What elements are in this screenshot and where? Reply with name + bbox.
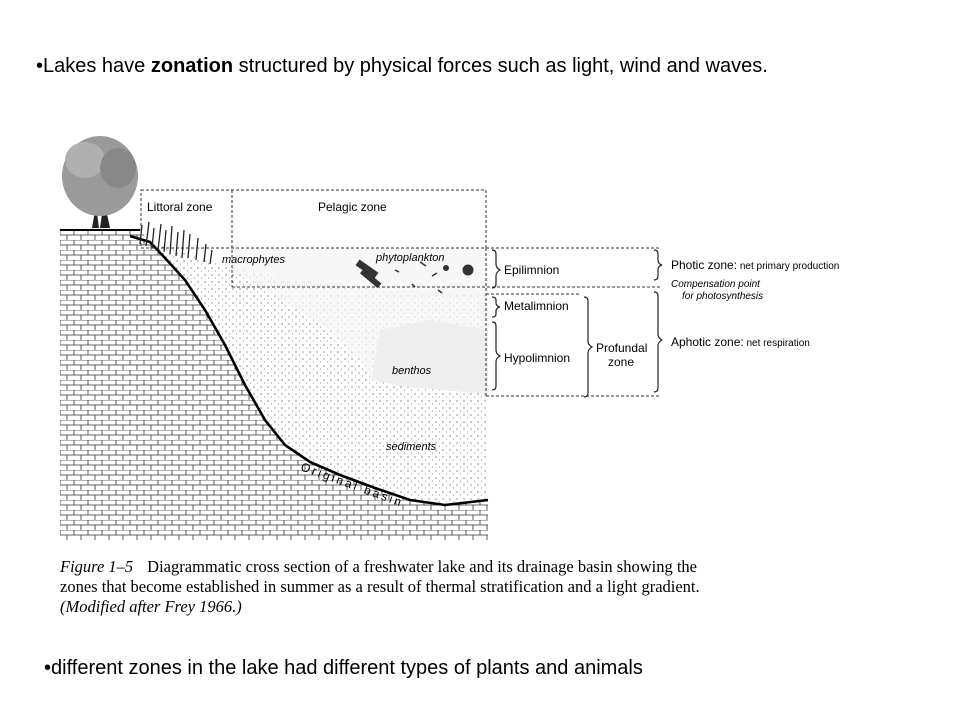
bullet-zones-diversity: •different zones in the lake had differe… <box>44 657 643 679</box>
sediments-label: sediments <box>386 441 437 453</box>
benthos-area <box>372 320 488 394</box>
bullet-text: •Lakes have <box>36 55 151 77</box>
pelagic-zone-label: Pelagic zone <box>318 200 387 214</box>
aphotic-zone-label: Aphotic zone: <box>671 335 744 349</box>
original-basin-line <box>129 234 489 507</box>
profundal-zone-label: Profundal <box>596 341 647 355</box>
photic-zone-desc: net primary production <box>737 261 839 272</box>
compensation-point-label-line2: for photosynthesis <box>682 291 763 302</box>
svg-text:Aphotic zone: net respiration: Aphotic zone: net respiration <box>671 335 810 349</box>
benthos-label: benthos <box>392 365 432 377</box>
photic-zone-label: Photic zone: <box>671 258 737 272</box>
bullet-bold-word: zonation <box>150 55 234 77</box>
bedrock <box>60 230 488 540</box>
svg-text:Photic zone: net primary produ: Photic zone: net primary production <box>671 258 839 272</box>
phytoplankton-label: phytoplankton <box>375 252 445 264</box>
metalimnion-label: Metalimnion <box>504 299 569 313</box>
profundal-zone-label-line2: zone <box>608 355 634 369</box>
aphotic-zone-desc: net respiration <box>744 338 810 349</box>
brace-marks <box>491 249 664 398</box>
figure-label: Figure 1–5 <box>60 557 134 576</box>
zone-box <box>140 189 487 249</box>
epilimnion-label: Epilimnion <box>504 263 559 277</box>
caption-citation: (Modified after Frey 1966.) <box>60 597 242 616</box>
bullet-zonation: •Lakes have zonation structured by physi… <box>36 54 768 78</box>
compensation-point-label: Compensation point <box>671 279 761 290</box>
macrophytes-label: macrophytes <box>222 254 285 266</box>
caption-text: Diagrammatic cross section of a freshwat… <box>60 557 700 596</box>
bullet-text: structured by physical forces such as li… <box>233 55 768 77</box>
hypolimnion-label: Hypolimnion <box>504 351 570 365</box>
phytoplankton-icon <box>355 259 474 294</box>
tree-icon <box>62 136 138 228</box>
littoral-zone-label: Littoral zone <box>147 200 213 214</box>
